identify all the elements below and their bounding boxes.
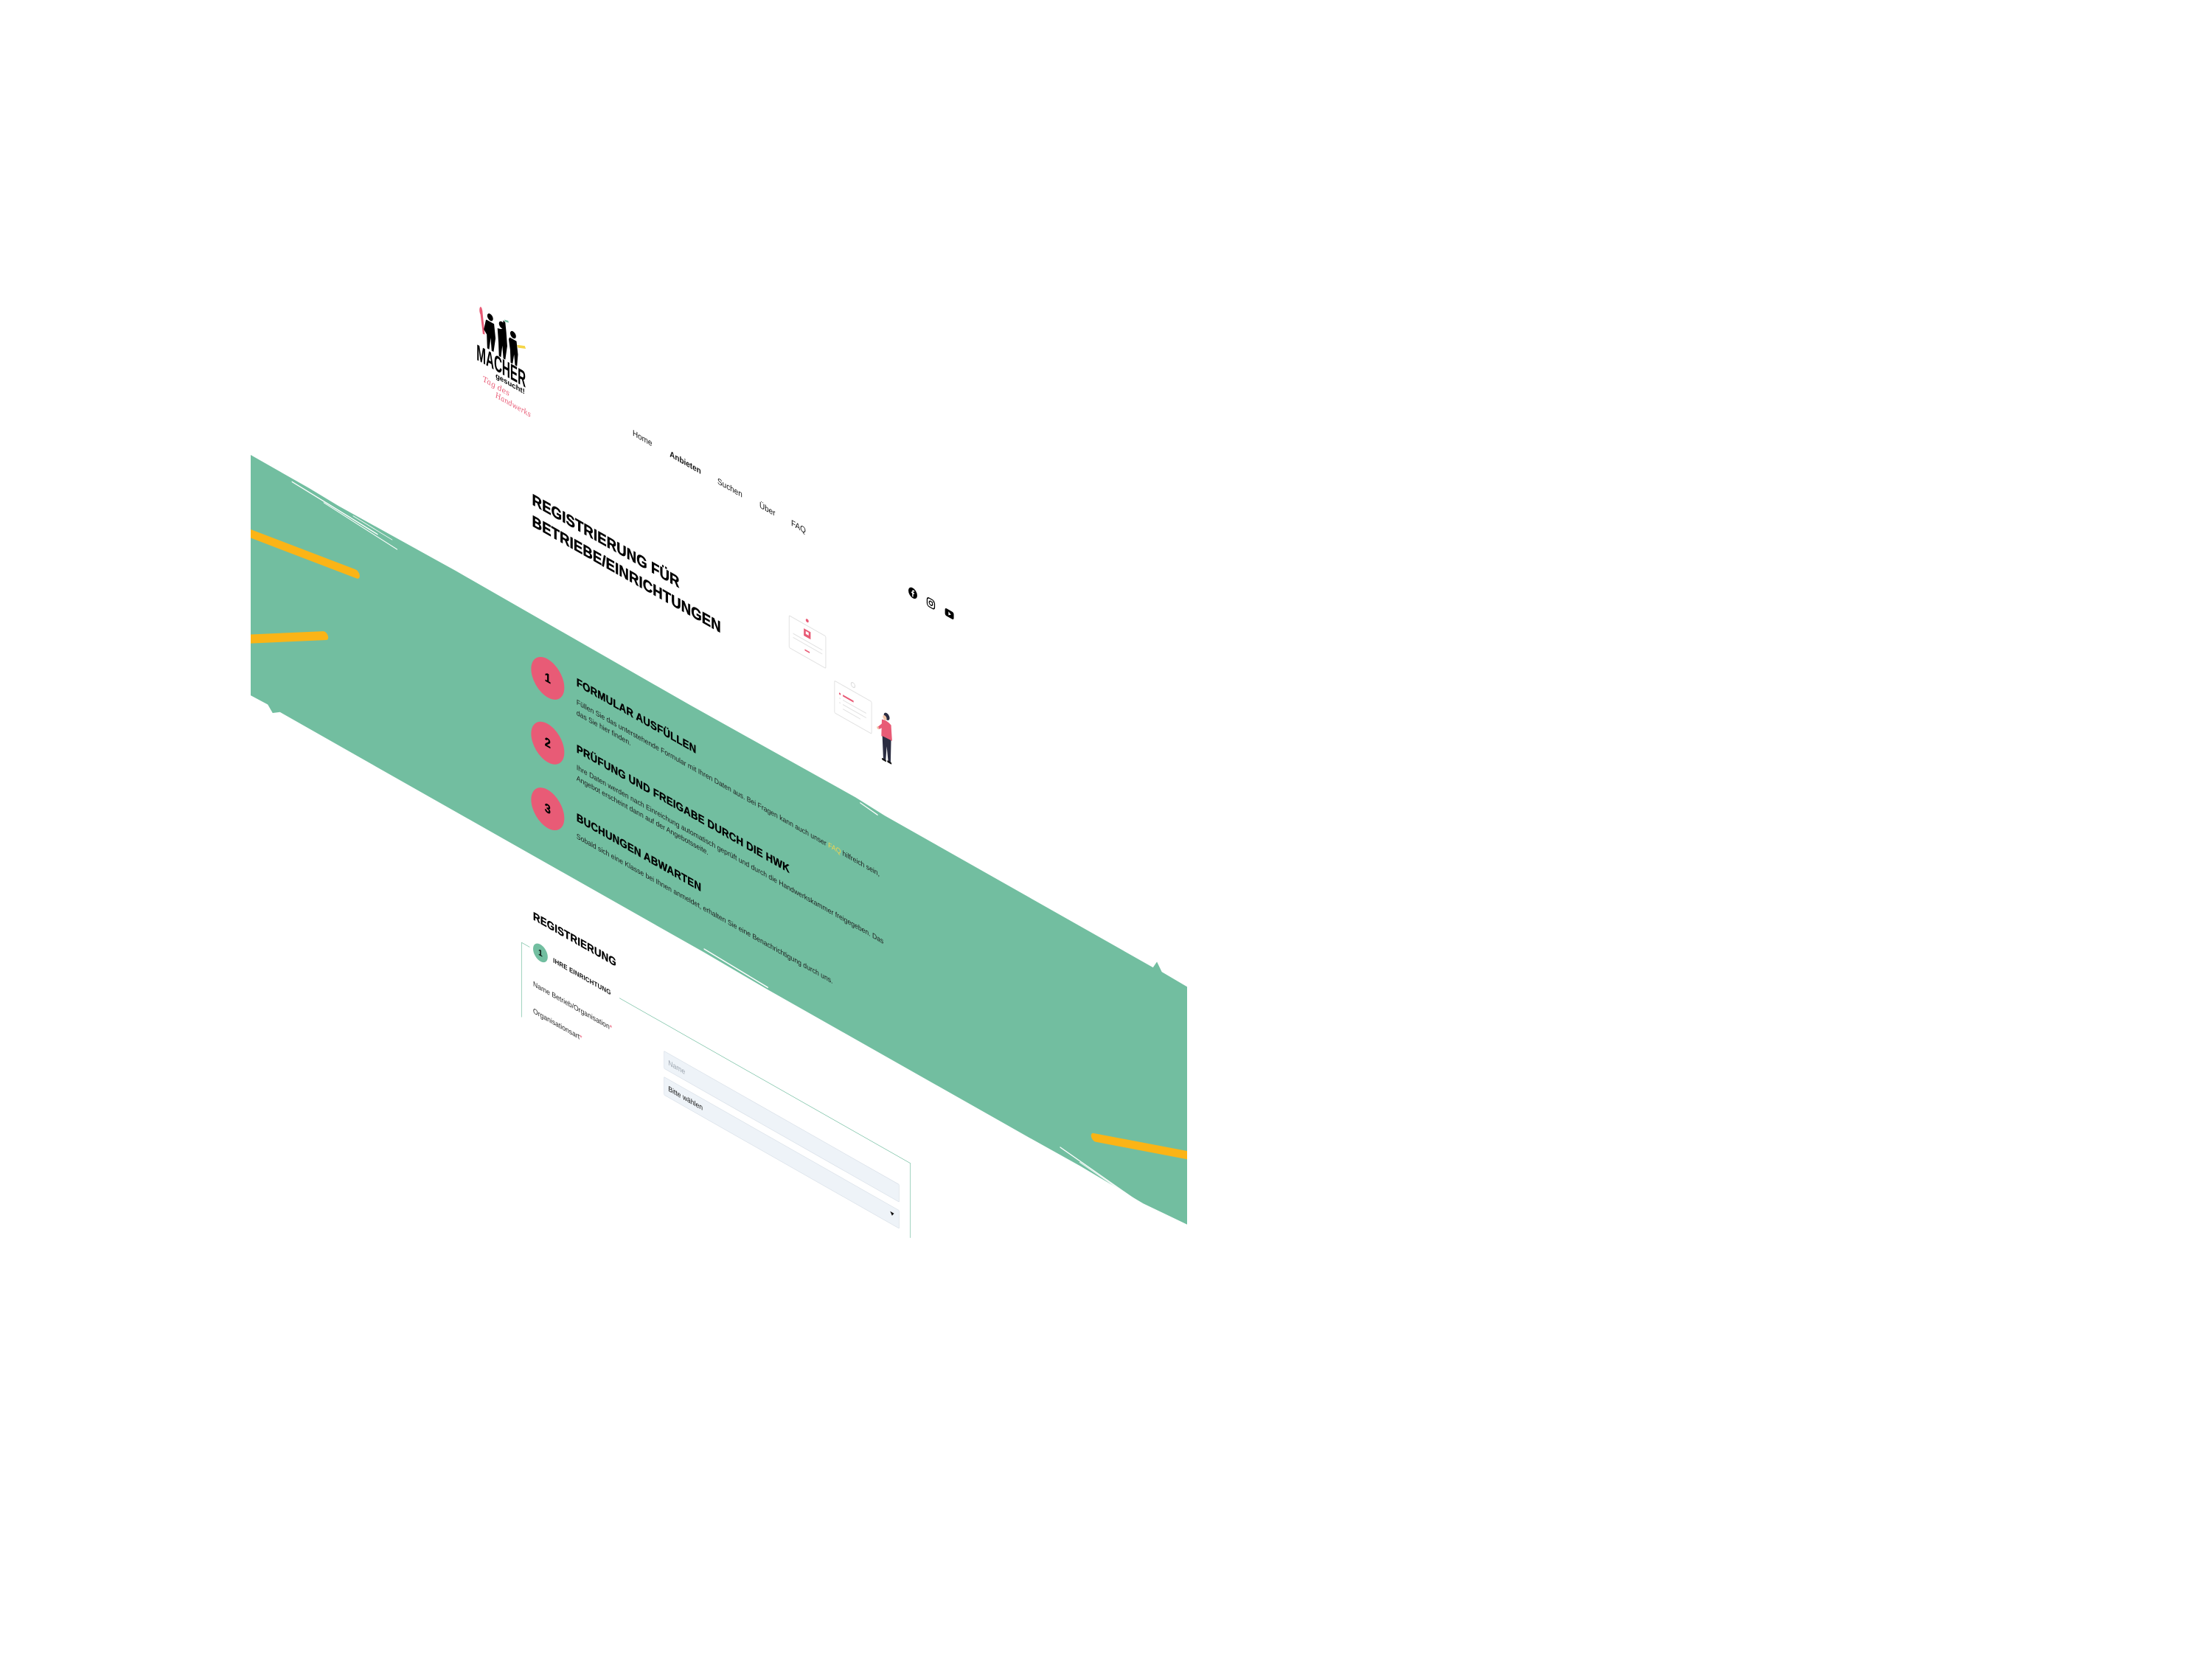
required-asterisk: * <box>580 1032 582 1043</box>
nav-home[interactable]: Home <box>632 428 653 449</box>
page-title: REGISTRIERUNG FÜR BETRIEBE/EINRICHTUNGEN <box>532 489 721 639</box>
facebook-icon[interactable] <box>908 585 918 602</box>
profile-card-illustration <box>788 615 827 669</box>
nav-faq[interactable]: FAQ <box>790 518 806 536</box>
nav-suchen[interactable]: Suchen <box>717 476 742 500</box>
steps-band-background <box>251 455 1188 1225</box>
required-asterisk: * <box>609 1022 613 1033</box>
yellow-brush-strokes <box>251 527 1188 1161</box>
organisation-name-input[interactable] <box>664 1050 900 1203</box>
registration-page: MACHER gesucht! Tag des Handwerks Home A… <box>251 139 1188 1396</box>
nav-ueber[interactable]: Über <box>759 500 776 519</box>
youtube-icon[interactable] <box>945 606 954 622</box>
instagram-icon[interactable] <box>926 595 936 611</box>
logo-tagline-2: Handwerks <box>495 390 531 420</box>
nav-anbieten[interactable]: Anbieten <box>669 449 701 477</box>
macher-gesucht-logo[interactable]: MACHER gesucht! Tag des Handwerks <box>474 302 532 422</box>
page-title-line-1: REGISTRIERUNG FÜR <box>532 490 680 592</box>
registration-illustration <box>788 615 892 765</box>
list-card-illustration <box>834 681 872 734</box>
person-illustration <box>877 712 892 765</box>
